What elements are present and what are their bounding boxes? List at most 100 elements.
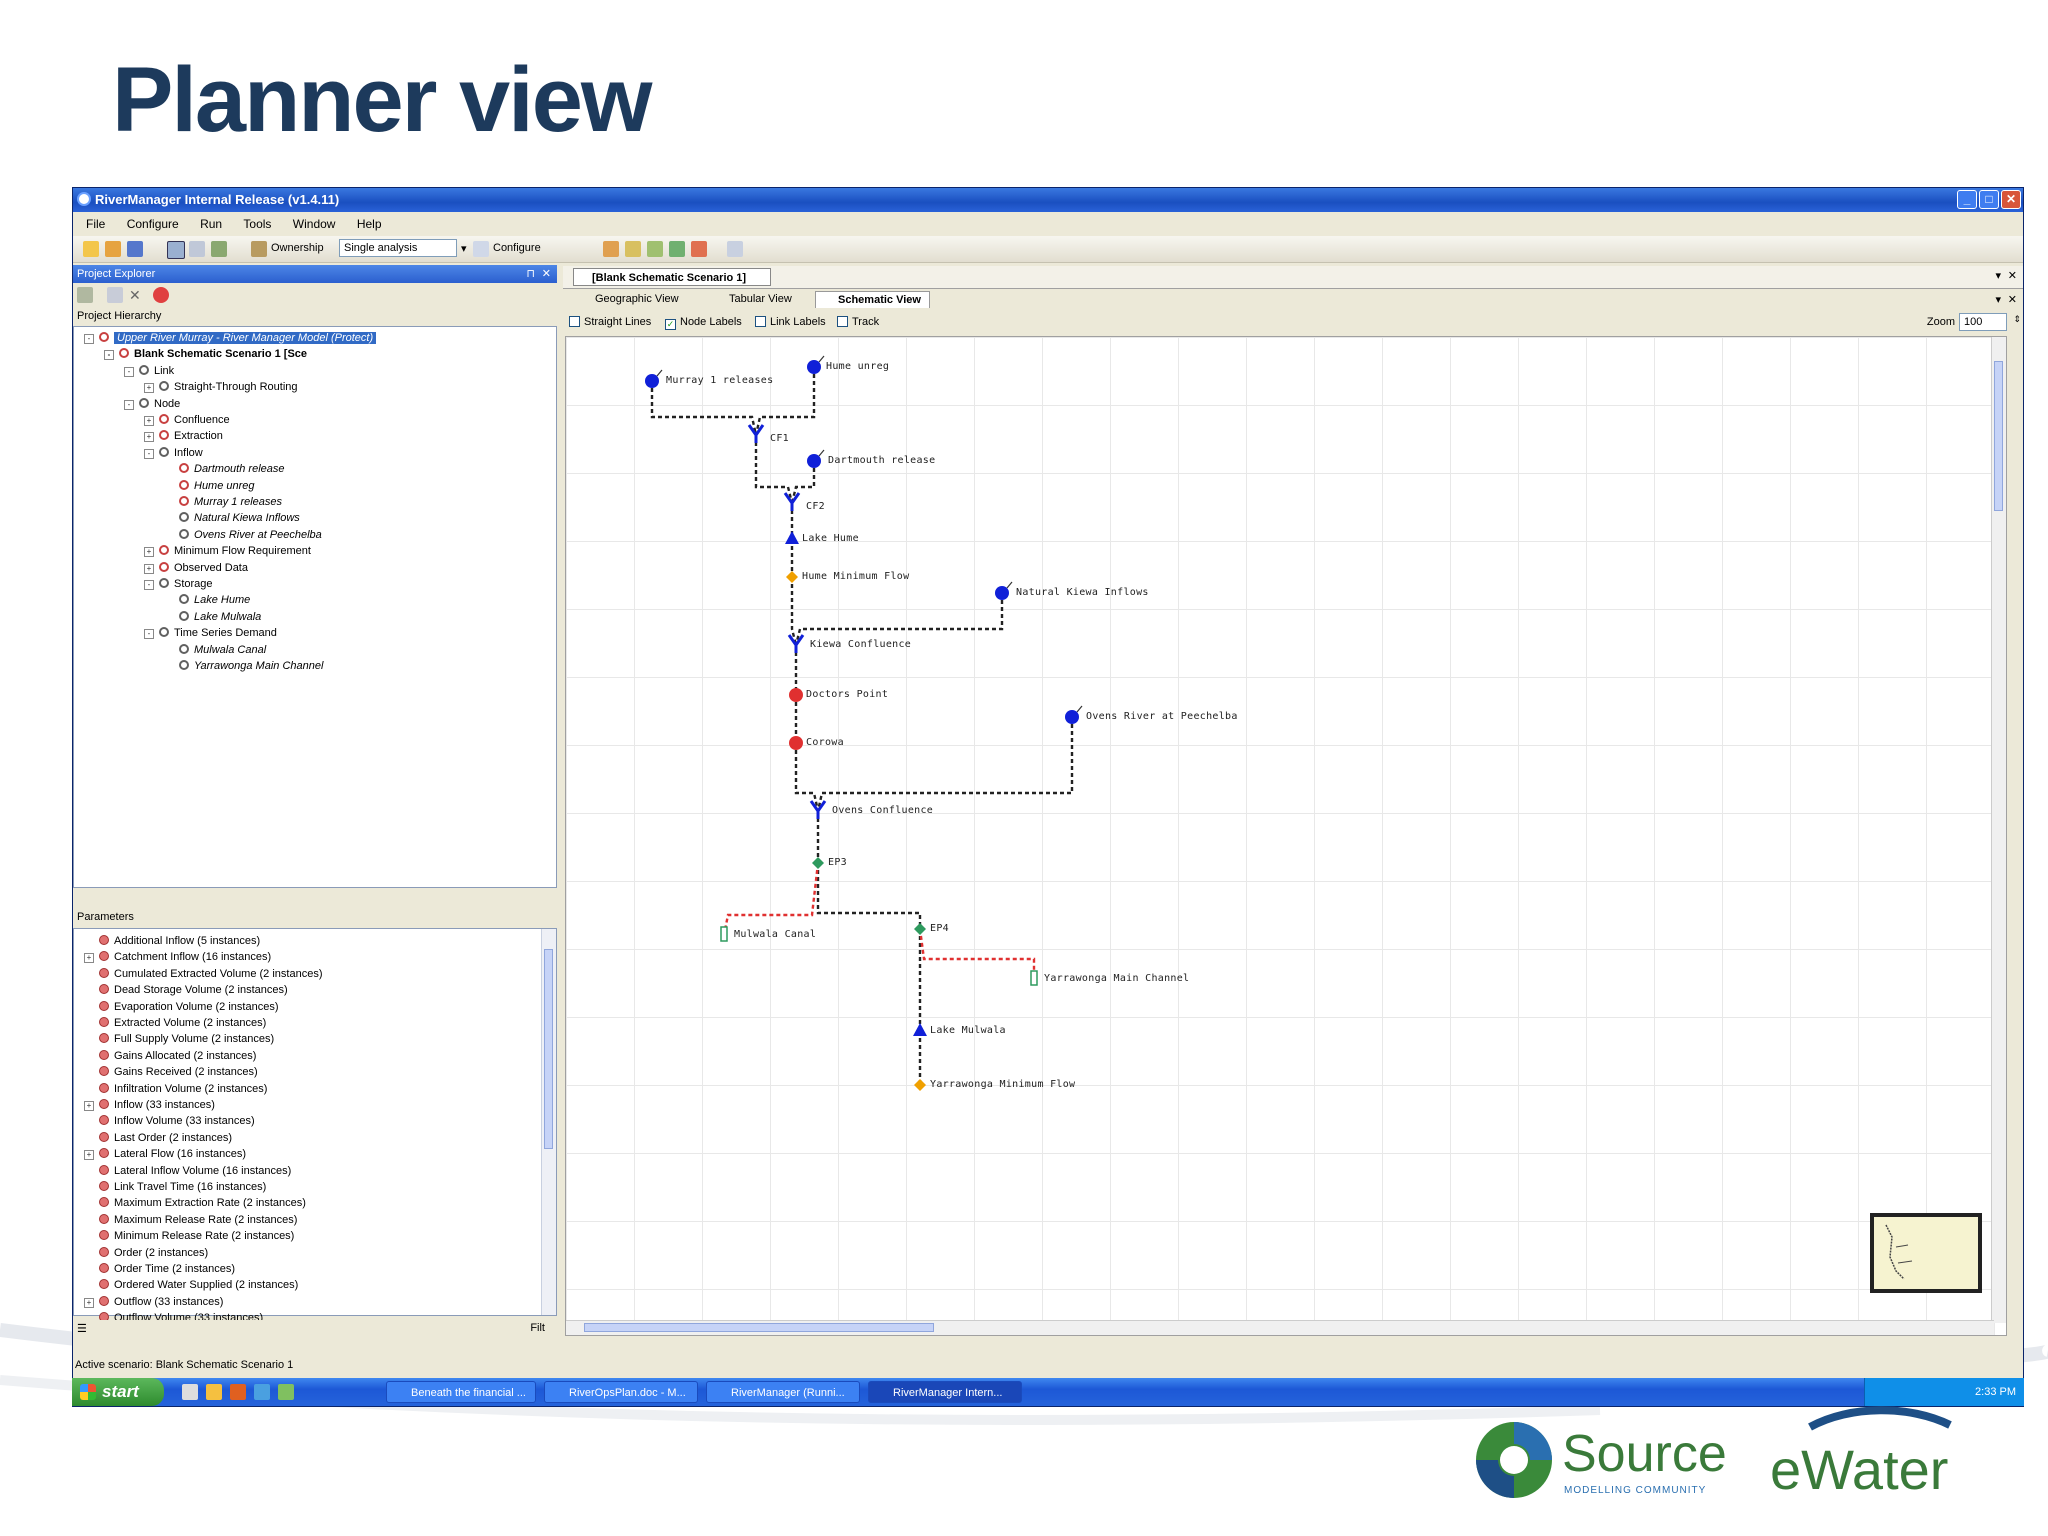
collapse-icon[interactable]: - (104, 350, 114, 361)
document-dropdown-icon[interactable]: ▾ (1995, 270, 2001, 282)
track-checkbox[interactable] (837, 316, 848, 327)
parameter-item[interactable]: Inflow Volume (33 instances) (84, 1113, 255, 1129)
explorer-add-icon[interactable] (77, 287, 93, 303)
save-icon[interactable] (127, 241, 143, 257)
parameter-item[interactable]: Last Order (2 instances) (84, 1130, 232, 1146)
document-close-icon[interactable]: ✕ (2007, 270, 2017, 282)
node-label[interactable]: Natural Kiewa Inflows (1016, 587, 1149, 598)
link-murray-1-releases-to-cf1[interactable] (650, 381, 758, 436)
canvas-vscroll-thumb[interactable] (1994, 361, 2003, 511)
quicklaunch-folder-icon[interactable] (206, 1384, 222, 1400)
menu-configure[interactable]: Configure (126, 217, 179, 231)
ownership-icon[interactable] (251, 241, 267, 257)
tree-item[interactable]: +Minimum Flow Requirement (144, 544, 311, 559)
tree-item[interactable]: Yarrawonga Main Channel (164, 659, 323, 674)
panel-close-icon[interactable]: ✕ (541, 268, 551, 280)
node-label[interactable]: EP4 (930, 923, 949, 934)
node-lake-mulwala[interactable] (913, 1023, 927, 1036)
node-label[interactable]: Doctors Point (806, 689, 889, 700)
node-lake-hume[interactable] (785, 531, 799, 544)
tree-item[interactable]: Hume unreg (164, 479, 255, 494)
view-dropdown-icon[interactable]: ▾ (1995, 294, 2001, 306)
parameters-filter[interactable]: Filt (530, 1322, 545, 1334)
explorer-copy-icon[interactable] (107, 287, 123, 303)
straight-lines-checkbox[interactable] (569, 316, 580, 327)
panel-icon[interactable] (211, 241, 227, 257)
link-cf1-to-cf2[interactable] (754, 435, 794, 504)
tree-item[interactable]: Dartmouth release (164, 462, 285, 477)
task-item-4[interactable]: RiverManager Intern... (868, 1381, 1022, 1403)
pin-icon[interactable]: ⊓ (526, 268, 535, 280)
node-yarrawonga-main-channel[interactable] (1030, 970, 1038, 986)
tree-item[interactable]: -Time Series Demand (144, 626, 277, 641)
demand-link-ep3-to-mulwala-canal[interactable] (722, 862, 820, 936)
expand-icon[interactable]: + (84, 953, 94, 964)
menu-tools[interactable]: Tools (243, 217, 272, 231)
link-labels-checkbox[interactable] (755, 316, 766, 327)
overview-minimap[interactable] (1870, 1213, 1982, 1293)
node-label[interactable]: Dartmouth release (828, 455, 936, 466)
node-label[interactable]: CF1 (770, 433, 789, 444)
run-icon[interactable] (603, 241, 619, 257)
link-ep3-to-ep4[interactable] (816, 863, 922, 929)
parameter-item[interactable]: Cumulated Extracted Volume (2 instances) (84, 966, 323, 982)
expand-icon[interactable]: + (144, 416, 154, 426)
option-straight-lines[interactable]: Straight Lines (569, 316, 651, 328)
node-natural-kiewa-inflows[interactable] (995, 581, 1013, 600)
tool-icon[interactable] (625, 241, 641, 257)
analysis-select[interactable]: Single analysis (339, 239, 457, 257)
link-dartmouth-release-to-cf2[interactable] (790, 461, 816, 504)
node-ep4[interactable] (914, 923, 926, 935)
new-project-icon[interactable] (83, 241, 99, 257)
chart-icon[interactable] (647, 241, 663, 257)
parameter-item[interactable]: Lateral Inflow Volume (16 instances) (84, 1163, 291, 1179)
parameter-item[interactable]: Order Time (2 instances) (84, 1261, 235, 1277)
collapse-icon[interactable]: - (144, 629, 154, 640)
tree-item[interactable]: +Extraction (144, 429, 223, 444)
node-ovens-confluence[interactable] (809, 800, 827, 819)
canvas-vertical-scrollbar[interactable] (1991, 337, 2006, 1323)
collapse-icon[interactable]: - (144, 448, 154, 459)
tab-tabular-view[interactable]: Tabular View (729, 293, 792, 305)
parameter-item[interactable]: Gains Received (2 instances) (84, 1064, 258, 1080)
task-item-1[interactable]: Beneath the financial ... (386, 1381, 536, 1403)
link-hume-unreg-to-cf1[interactable] (754, 367, 816, 436)
menu-file[interactable]: File (86, 217, 106, 231)
tree-item[interactable]: Ovens River at Peechelba (164, 528, 322, 543)
expand-icon[interactable]: + (144, 563, 154, 574)
tree-item[interactable]: Murray 1 releases (164, 495, 282, 510)
menu-help[interactable]: Help (356, 217, 382, 231)
node-murray-1-releases[interactable] (645, 369, 663, 388)
tree-item[interactable]: -Link (124, 364, 174, 379)
tree-item[interactable]: +Confluence (144, 413, 230, 428)
link-corowa-to-ovens-confluence[interactable] (794, 743, 820, 812)
view-close-icon[interactable]: ✕ (2007, 294, 2017, 306)
minimize-button[interactable]: _ (1957, 190, 1977, 209)
expand-icon[interactable]: + (84, 1101, 94, 1111)
expand-icon[interactable]: + (144, 383, 154, 394)
parameter-item[interactable]: +Lateral Flow (16 instances) (84, 1146, 246, 1162)
tree-item[interactable]: -Inflow (144, 446, 203, 461)
tree-item[interactable]: -Node (124, 397, 180, 412)
analysis-dropdown-icon[interactable]: ▾ (461, 243, 467, 255)
expand-icon[interactable]: + (84, 1150, 94, 1161)
node-hume-unreg[interactable] (807, 355, 825, 374)
parameter-item[interactable]: Full Supply Volume (2 instances) (84, 1031, 274, 1047)
quicklaunch-media-icon[interactable] (230, 1384, 246, 1400)
node-label[interactable]: Lake Hume (802, 533, 859, 544)
parameter-item[interactable]: Link Travel Time (16 instances) (84, 1179, 266, 1195)
link-ovens-river-at-peechelba-to-ovens-confluence[interactable] (816, 717, 1074, 812)
tree-item[interactable]: Lake Mulwala (164, 610, 261, 625)
menu-run[interactable]: Run (200, 217, 223, 231)
expand-icon[interactable]: + (144, 547, 154, 558)
node-label[interactable]: Mulwala Canal (734, 929, 817, 940)
parameter-item[interactable]: Maximum Extraction Rate (2 instances) (84, 1195, 306, 1211)
window-titlebar[interactable]: RiverManager Internal Release (v1.4.11) … (73, 188, 2023, 212)
configure-icon[interactable] (473, 241, 489, 257)
node-labels-checkbox[interactable]: ✓ (665, 319, 676, 330)
parameter-item[interactable]: Infiltration Volume (2 instances) (84, 1081, 267, 1097)
tree-item[interactable]: Mulwala Canal (164, 643, 266, 658)
task-item-3[interactable]: RiverManager (Runni... (706, 1381, 860, 1403)
record-icon[interactable] (691, 241, 707, 257)
menu-window[interactable]: Window (292, 217, 336, 231)
